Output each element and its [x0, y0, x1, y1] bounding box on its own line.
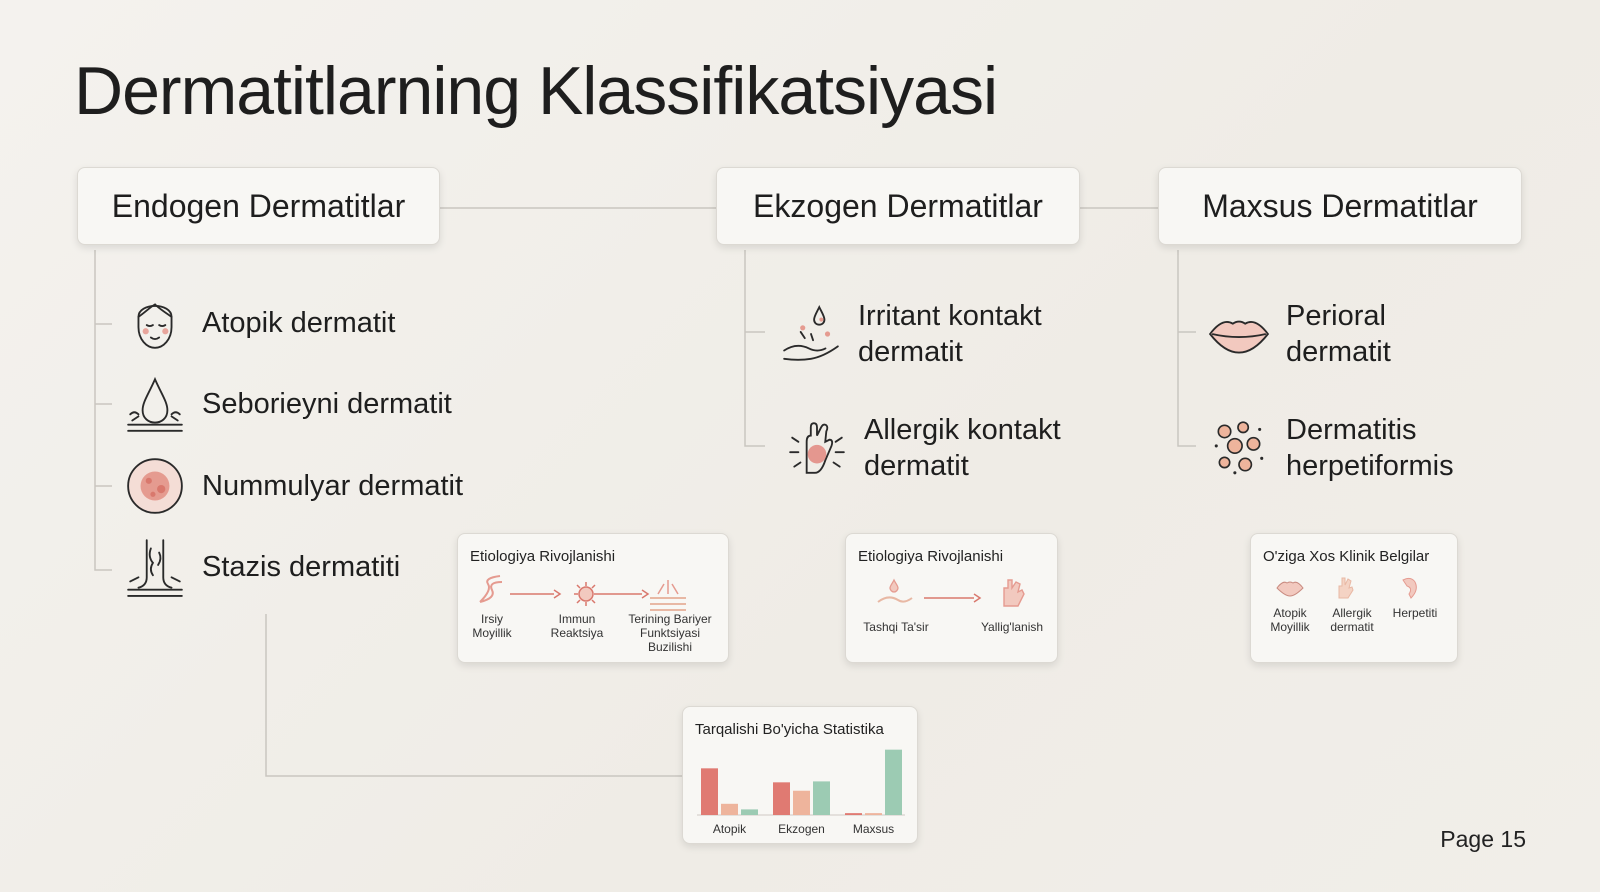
bar-atopik-3	[741, 809, 758, 815]
bar-atopik-2	[721, 803, 738, 815]
bar-ekzogen-2	[793, 790, 810, 815]
bar-ekzogen-3	[813, 781, 830, 815]
bar-maxsus-2	[865, 813, 882, 815]
varicose-legs-icon	[127, 539, 183, 597]
card-statistics: Tarqalishi Bo'yicha Statistika Atopik Ekz…	[682, 706, 918, 844]
tick-label-maxsus: Maxsus	[853, 822, 894, 836]
step-label: Tashqi Ta'sir	[863, 620, 929, 634]
card-title: O'ziga Xos Klinik Belgilar	[1263, 548, 1430, 565]
item-stazis: Stazis dermatiti	[124, 536, 400, 598]
skin-layers-icon	[650, 580, 686, 611]
blister-small-icon	[1402, 577, 1417, 599]
item-atopik: Atopik dermatit	[124, 292, 395, 354]
page-title: Dermatitlarning Klassifikatsiyasi	[74, 53, 998, 129]
bar-ekzogen-1	[773, 782, 790, 815]
sebum-drop-icon	[127, 376, 183, 432]
red-hand-icon	[1003, 579, 1025, 607]
step-label: Yallig'lanish	[980, 620, 1044, 634]
bar-atopik-1	[701, 768, 718, 815]
chart-title: Tarqalishi Bo'yicha Statistika	[695, 721, 884, 738]
feature-icons	[1276, 577, 1417, 599]
header-endogen: Endogen Dermatitlar	[77, 167, 440, 245]
step-label: Herpetiti	[1392, 606, 1438, 620]
virus-icon	[574, 582, 598, 606]
tick-label-ekzogen: Ekzogen	[778, 822, 825, 836]
card-title: Etiologiya Rivojlanishi	[470, 548, 616, 565]
item-seborieyni: Seborieyni dermatit	[124, 373, 452, 435]
item-nummulyar: Nummulyar dermatit	[124, 455, 463, 517]
skin-patch-icon	[127, 458, 183, 514]
item-label: Stazis dermatiti	[202, 551, 401, 583]
face-icon	[137, 303, 173, 349]
inflamed-hand-icon	[789, 422, 845, 474]
item-label: Atopik dermatit	[202, 307, 396, 339]
blisters-icon	[1214, 421, 1264, 475]
page-number: Page 15	[1440, 826, 1526, 852]
statistics-bar-chart: Atopik Ekzogen Maxsus	[697, 749, 905, 836]
drops-hand-icon	[783, 305, 839, 361]
dna-icon	[479, 575, 503, 603]
header-ekzogen: Ekzogen Dermatitlar	[716, 167, 1080, 245]
header-maxsus: Maxsus Dermatitlar	[1158, 167, 1522, 245]
item-label: Nummulyar dermatit	[202, 470, 464, 502]
item-label: Seborieyni dermatit	[202, 388, 452, 420]
etiology-flow	[877, 578, 1025, 607]
etiology-flow	[479, 575, 686, 611]
card-ekzogen-etiology: Etiologiya Rivojlanishi Tashqi Ta'sir Ya…	[845, 533, 1058, 663]
tick-label-atopik: Atopik	[713, 822, 747, 836]
bar-maxsus-3	[885, 749, 902, 815]
lips-icon	[1208, 320, 1270, 354]
bar-maxsus-1	[845, 813, 862, 815]
card-title: Etiologiya Rivojlanishi	[858, 548, 1004, 565]
hand-small-icon	[1338, 577, 1354, 599]
lips-small-icon	[1276, 581, 1304, 597]
splash-hand-icon	[877, 578, 913, 603]
